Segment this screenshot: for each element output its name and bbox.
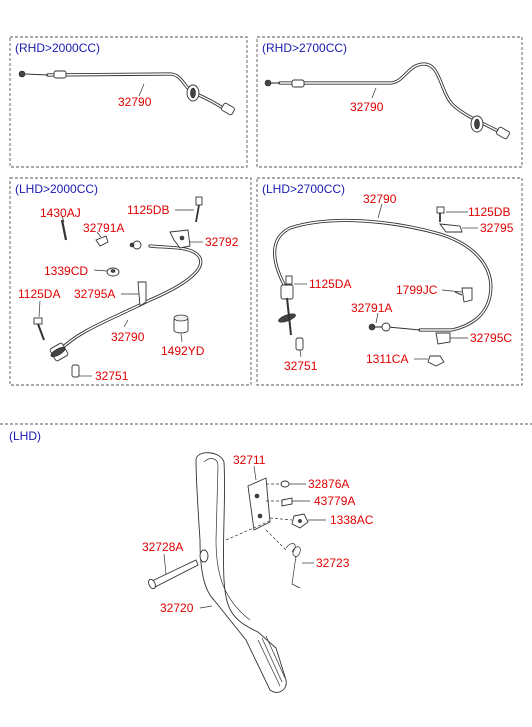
bracket-part[interactable] (169, 229, 191, 249)
accelerator-pedal[interactable] (195, 452, 287, 693)
clip-part[interactable] (95, 235, 109, 247)
part-label[interactable]: 43779A (314, 494, 355, 508)
nut-part[interactable] (106, 267, 120, 277)
part-label[interactable]: 32791A (83, 221, 124, 235)
part-label[interactable]: 1125DB (127, 203, 169, 217)
bolt-part[interactable] (195, 196, 203, 223)
bracket-part[interactable] (137, 281, 147, 307)
leader-line (199, 605, 213, 609)
section-rhd-2700: (RHD>2700CC) 32790 (256, 36, 523, 168)
stopper-part[interactable] (280, 480, 290, 488)
bushing-part[interactable] (281, 497, 293, 507)
part-label[interactable]: 32792 (205, 235, 239, 249)
section-title: (RHD>2000CC) (15, 41, 100, 55)
part-label[interactable]: 1125DA (309, 277, 351, 291)
leader-line (163, 553, 167, 575)
part-label[interactable]: 32711 (233, 453, 266, 467)
part-label[interactable]: 32751 (284, 359, 318, 373)
part-label[interactable]: 32723 (316, 556, 350, 570)
clip-part[interactable] (454, 287, 473, 303)
nut-part[interactable] (291, 513, 309, 529)
part-label[interactable]: 1339CD (44, 264, 88, 278)
bracket-part[interactable] (439, 223, 463, 233)
part-label[interactable]: 1430AJ (40, 206, 81, 220)
accelerator-cable[interactable] (273, 218, 493, 351)
section-rhd-2000: (RHD>2000CC) 32790 (9, 36, 248, 168)
bolt-part[interactable] (285, 275, 293, 285)
part-label[interactable]: 32720 (160, 601, 194, 615)
leader-line (441, 289, 463, 293)
return-spring[interactable] (285, 543, 301, 589)
part-label[interactable]: 32795A (74, 287, 115, 301)
part-label[interactable]: 1799JC (396, 283, 438, 297)
leader-line (375, 312, 379, 324)
leader-line (61, 215, 65, 223)
accelerator-cable[interactable] (18, 70, 235, 116)
leader-line (123, 319, 129, 328)
accelerator-cable[interactable] (264, 62, 510, 140)
part-label[interactable]: 32790 (363, 192, 397, 206)
assembly-line (265, 529, 287, 551)
part-label[interactable]: 32795C (470, 331, 512, 345)
leader-line (377, 203, 383, 219)
part-label[interactable]: 1338AC (330, 513, 374, 527)
leader-line (180, 333, 183, 343)
part-label[interactable]: 32790 (118, 95, 152, 109)
section-lhd-pedal: (LHD) (0, 423, 532, 693)
part-label[interactable]: 32876A (308, 477, 349, 491)
part-label[interactable]: 32790 (111, 330, 145, 344)
part-label[interactable]: 1125DB (468, 205, 510, 219)
bolt-part[interactable] (33, 317, 45, 341)
section-lhd-2000: (LHD>2000CC) (9, 177, 252, 386)
section-frame (256, 36, 523, 168)
bolt-part[interactable] (60, 219, 68, 241)
leader-line (138, 83, 145, 97)
bracket-part[interactable] (435, 332, 451, 345)
assembly-line (225, 519, 273, 541)
leader-line (96, 231, 102, 238)
part-label[interactable]: 32728A (142, 540, 183, 554)
section-title: (LHD>2000CC) (15, 182, 98, 196)
grommet-part[interactable] (173, 314, 189, 334)
part-label[interactable]: 1125DA (18, 287, 60, 301)
part-label[interactable]: 32790 (350, 100, 384, 114)
nut-part[interactable] (427, 355, 445, 367)
section-frame (256, 177, 523, 386)
assembly-line (269, 517, 293, 521)
leader-line (299, 349, 302, 358)
accelerator-cable[interactable] (49, 240, 203, 378)
section-frame (9, 177, 252, 386)
leader-line (253, 465, 257, 481)
section-title: (LHD) (9, 429, 41, 443)
leader-line (371, 87, 377, 99)
part-label[interactable]: 1492YD (161, 344, 205, 358)
section-title: (RHD>2700CC) (262, 41, 347, 55)
leader-line (38, 300, 41, 318)
section-title: (LHD>2700CC) (262, 182, 345, 196)
leader-line (93, 269, 108, 272)
part-label[interactable]: 32751 (95, 369, 129, 383)
pedal-bracket[interactable] (247, 477, 271, 531)
section-frame (9, 36, 248, 168)
part-label[interactable]: 32791A (351, 301, 392, 315)
part-label[interactable]: 1311CA (366, 352, 408, 366)
part-label[interactable]: 32795 (480, 221, 514, 235)
section-lhd-2700: (LHD>2700CC) (256, 177, 523, 386)
bolt-part[interactable] (436, 206, 445, 222)
pivot-pin[interactable] (147, 559, 199, 590)
